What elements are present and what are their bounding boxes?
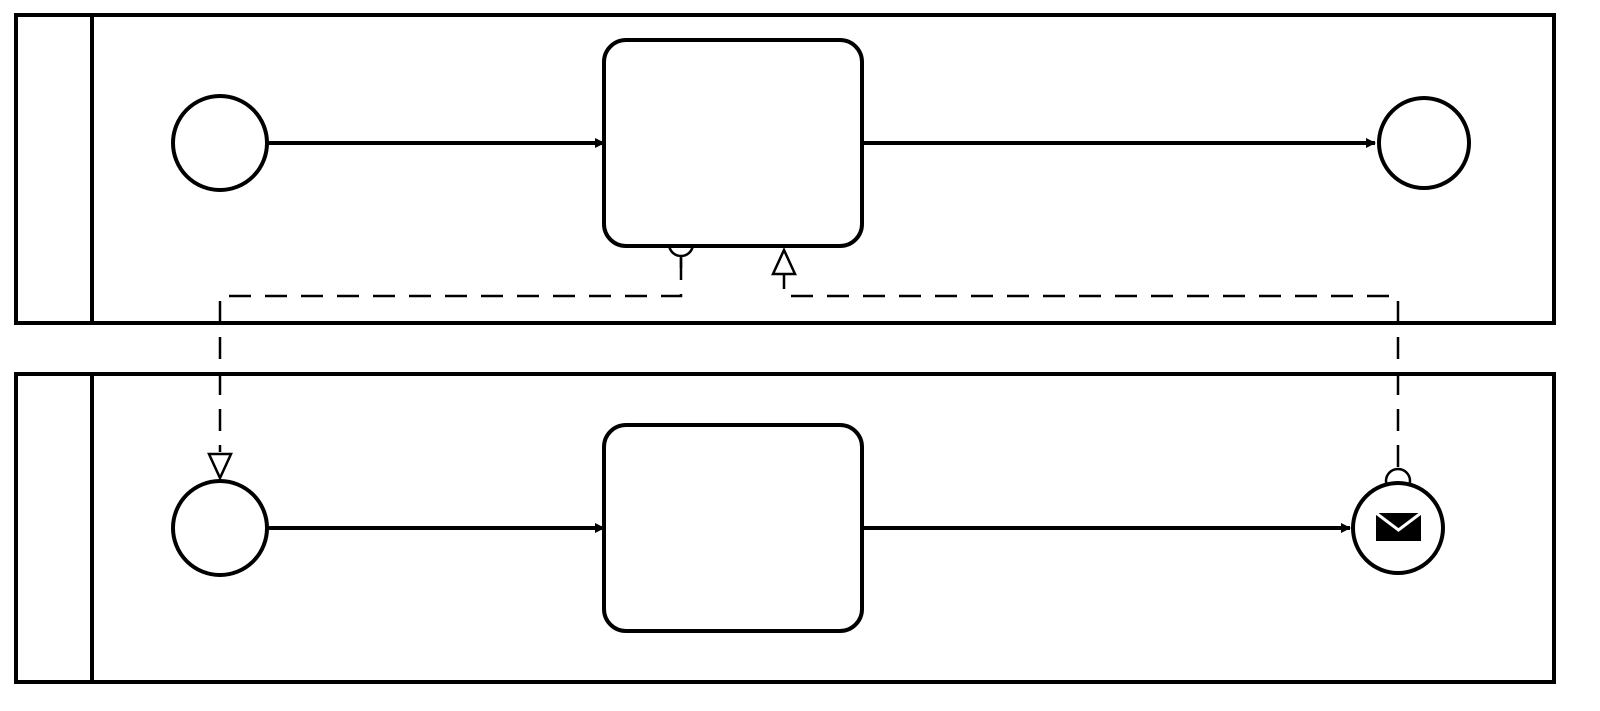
message-flow-target-arrow: [771, 246, 797, 276]
task-2-box: [602, 423, 864, 633]
end-event-1[interactable]: [1377, 96, 1471, 190]
message-flow-target-arrow: [207, 452, 233, 482]
envelope-icon: [1375, 511, 1422, 541]
end-event-circle: [1377, 96, 1471, 190]
start-event-circle: [171, 479, 269, 577]
message-end-event-2[interactable]: [1351, 481, 1445, 575]
task-1[interactable]: [602, 38, 864, 248]
task-1-box: [602, 38, 864, 248]
start-event-circle: [171, 94, 269, 192]
start-event-2[interactable]: [171, 479, 269, 577]
message-flow-path: [782, 275, 1400, 467]
task-2[interactable]: [602, 423, 864, 633]
start-event-1[interactable]: [171, 94, 269, 192]
message-flow-path: [218, 258, 683, 452]
